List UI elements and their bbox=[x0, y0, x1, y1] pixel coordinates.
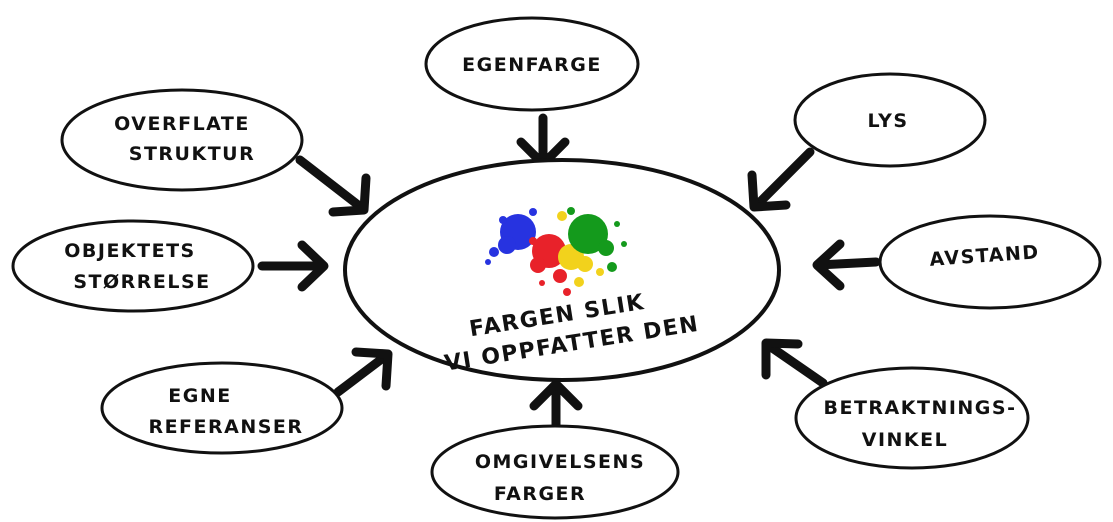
arrow-avstand bbox=[812, 239, 881, 291]
node-overflate-struktur: OVERFLATE STRUKTUR bbox=[60, 88, 304, 192]
arrow-betraktning bbox=[761, 338, 828, 388]
node-avstand: AVSTAND bbox=[878, 214, 1102, 310]
arrow-lys bbox=[747, 147, 815, 212]
node-betraktningsvinkel: BETRAKTNINGS- VINKEL bbox=[794, 366, 1030, 470]
node-betraktning-label-1: BETRAKTNINGS- bbox=[824, 397, 1017, 419]
node-omgivelsens-label-1: OMGIVELSENS bbox=[475, 451, 645, 473]
arrow-egne bbox=[333, 347, 393, 397]
node-overflate-label-2: STRUKTUR bbox=[129, 143, 255, 165]
node-egenfarge: EGENFARGE bbox=[424, 16, 640, 112]
center-node: FARGEN SLIK VI OPPFATTER DEN bbox=[343, 158, 781, 382]
node-egne-label-2: REFERANSER bbox=[148, 416, 303, 438]
node-objektets-storrelse: OBJEKTETS STØRRELSE bbox=[11, 219, 255, 313]
node-overflate-label-1: OVERFLATE bbox=[114, 113, 250, 135]
node-betraktning-label-2: VINKEL bbox=[862, 429, 948, 451]
paint-splash-image bbox=[485, 207, 627, 296]
node-lys: LYS bbox=[793, 72, 987, 168]
node-lys-label: LYS bbox=[867, 110, 908, 132]
node-omgivelsens-farger: OMGIVELSENS FARGER bbox=[430, 424, 680, 520]
arrow-objektets bbox=[257, 240, 329, 292]
arrow-overflate bbox=[295, 155, 371, 217]
node-egne-label-1: EGNE bbox=[168, 385, 231, 407]
node-egenfarge-label: EGENFARGE bbox=[462, 54, 602, 76]
arrow-egenfarge bbox=[516, 113, 570, 169]
node-omgivelsens-label-2: FARGER bbox=[494, 483, 586, 505]
node-egne-referanser: EGNE REFERANSER bbox=[100, 361, 344, 455]
node-objektets-label-1: OBJEKTETS bbox=[64, 240, 196, 262]
node-objektets-label-2: STØRRELSE bbox=[73, 271, 210, 293]
